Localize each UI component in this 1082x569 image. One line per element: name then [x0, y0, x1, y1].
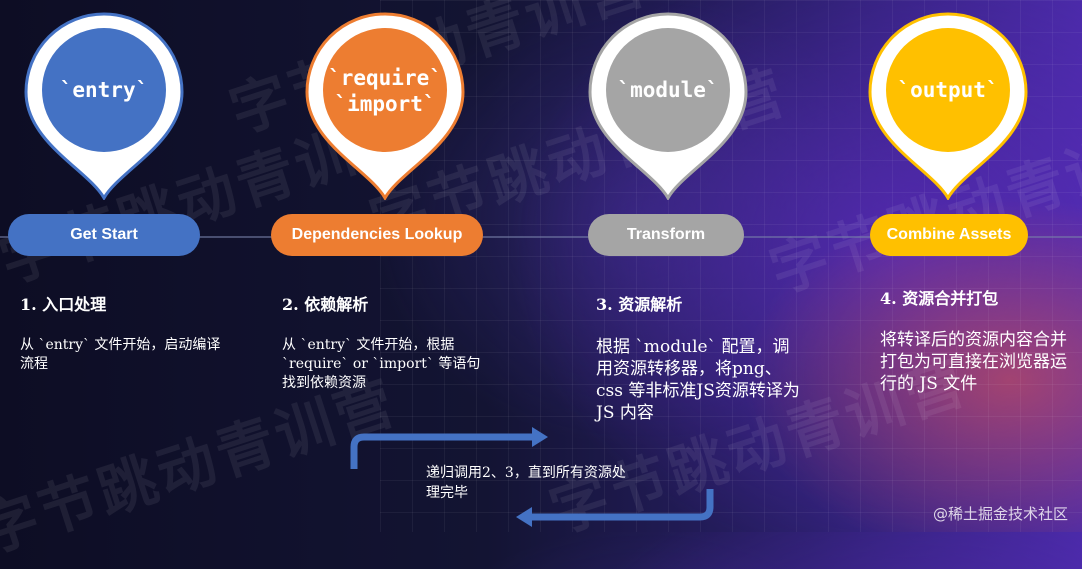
pin-label: `module` — [617, 78, 719, 102]
pin-entry: `entry` — [22, 10, 186, 200]
pin-require-import: `require` `import` — [303, 10, 467, 200]
pin-label: `entry` — [59, 78, 149, 102]
step-description: 从 `entry` 文件开始，根据 `require` or `import` … — [282, 337, 481, 391]
pin-module: `module` — [586, 10, 750, 200]
step-description: 将转译后的资源内容合并打包为可直接在浏览器运行的 JS 文件 — [880, 330, 1067, 394]
step-title: 3. 资源解析 — [596, 295, 683, 314]
step-title: 4. 资源合并打包 — [880, 289, 999, 308]
stage-pill-dependencies-lookup: Dependencies Lookup — [271, 214, 483, 256]
map-pin-icon — [868, 12, 1028, 200]
step-title: 1. 入口处理 — [20, 295, 107, 314]
pin-label: `require` — [328, 66, 442, 90]
pin-label: `import` — [334, 92, 436, 116]
map-pin-icon — [305, 12, 465, 200]
recursion-note: 递归调用2、3，直到所有资源处理完毕 — [426, 465, 626, 501]
recursion-loop-arrows-icon — [350, 427, 714, 527]
stage-pill-combine-assets: Combine Assets — [870, 214, 1028, 256]
step-description: 从 `entry` 文件开始，启动编译流程 — [20, 337, 221, 372]
map-pin-icon — [24, 12, 184, 200]
timeline-line — [0, 236, 1082, 238]
pin-label: `output` — [897, 78, 999, 102]
step-description: 根据 `module` 配置，调用资源转移器，将png、css 等非标准JS资源… — [596, 337, 800, 423]
source-credit: @稀土掘金技术社区 — [932, 505, 1068, 523]
stage-pill-transform: Transform — [588, 214, 744, 256]
step-title: 2. 依赖解析 — [282, 295, 369, 314]
map-pin-icon — [588, 12, 748, 200]
pin-output: `output` — [866, 10, 1030, 200]
stage-pill-get-start: Get Start — [8, 214, 200, 256]
